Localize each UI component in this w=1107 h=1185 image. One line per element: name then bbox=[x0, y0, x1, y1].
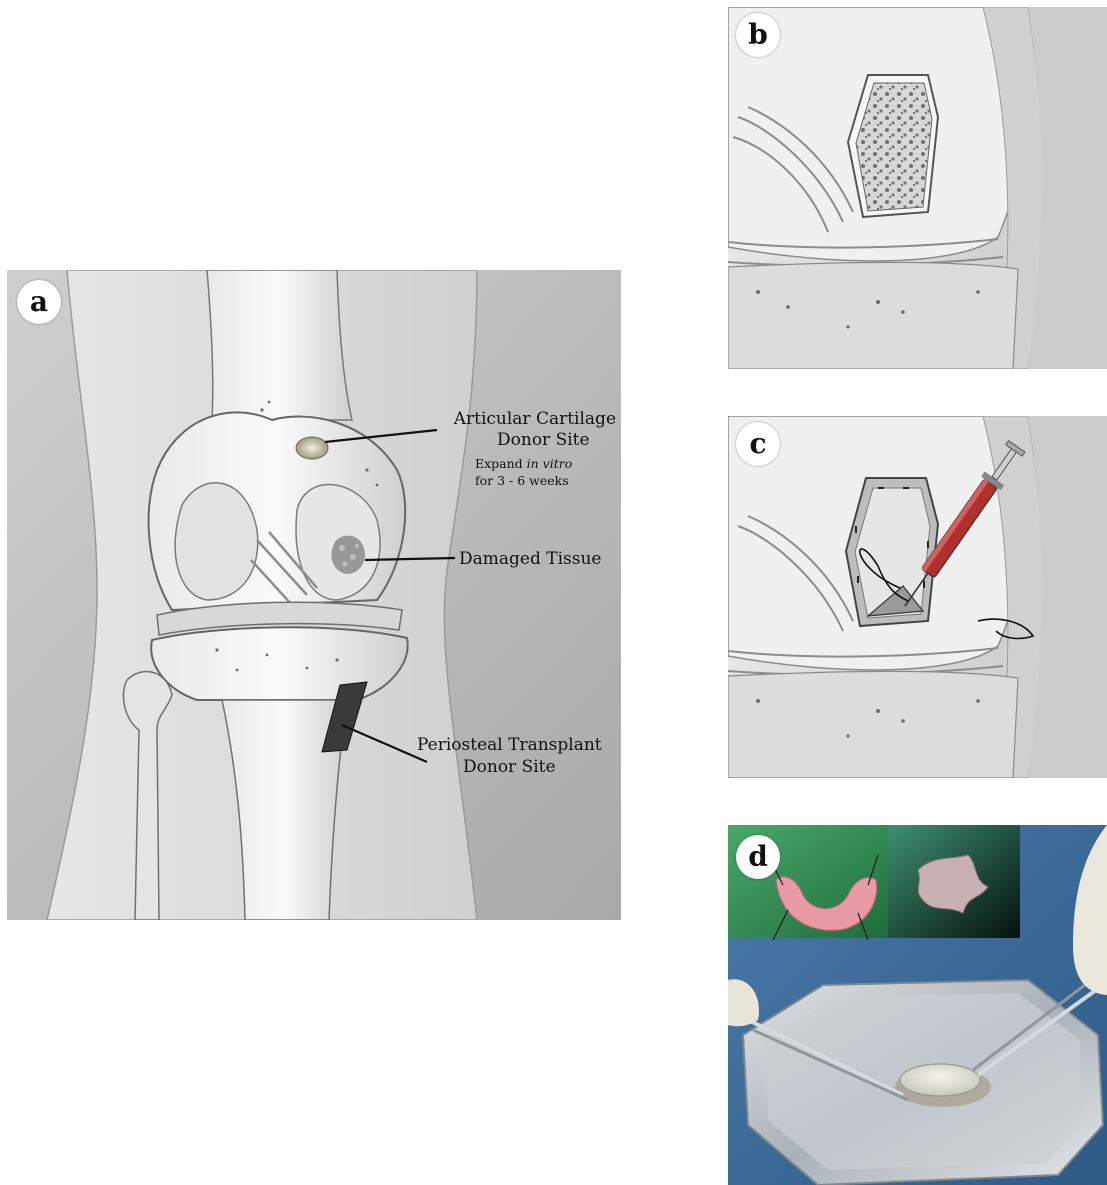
cartilage-donor-site-marker bbox=[296, 437, 328, 459]
label-periosteal-line2: Donor Site bbox=[463, 757, 556, 777]
panel-d-badge: d bbox=[736, 835, 780, 879]
cell-injection-drawing bbox=[728, 416, 1107, 778]
panel-b-defect-illustration: b bbox=[728, 7, 1107, 369]
panel-c-injection-illustration: c bbox=[728, 416, 1107, 778]
surgical-implant-photo bbox=[728, 825, 1107, 1185]
label-expand-duration: for 3 - 6 weeks bbox=[475, 473, 569, 488]
panel-d-implant-photo: d bbox=[728, 825, 1107, 1185]
cartilage-implant-disc bbox=[900, 1064, 980, 1096]
panel-a-knee-illustration: a Articular Cartilage Donor Site Expand … bbox=[7, 270, 621, 920]
panel-c-badge: c bbox=[736, 422, 780, 466]
label-cartilage-line2: Donor Site bbox=[497, 430, 590, 450]
label-damaged-tissue: Damaged Tissue bbox=[459, 549, 601, 569]
label-cartilage-line1: Articular Cartilage bbox=[454, 409, 616, 429]
label-expand-in-vitro: Expand in vitro bbox=[475, 456, 572, 471]
label-periosteal-line1: Periosteal Transplant bbox=[417, 735, 602, 755]
panel-b-badge: b bbox=[736, 13, 780, 57]
panel-a-badge: a bbox=[17, 280, 61, 324]
knee-anatomy-drawing bbox=[7, 270, 621, 920]
defect-debrided-drawing bbox=[728, 7, 1107, 369]
